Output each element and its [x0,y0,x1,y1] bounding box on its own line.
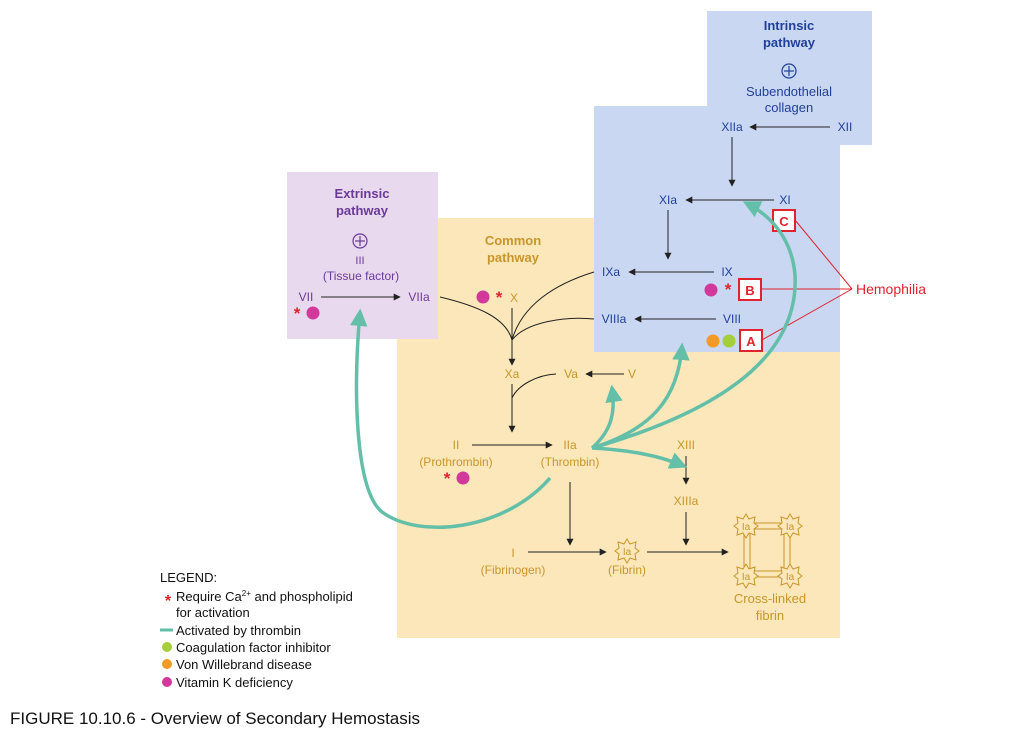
vitamin-k-dot-VII [306,306,320,320]
thrombin-arrow-to-XI [591,201,797,450]
common-title-2: pathway [487,250,540,265]
legend-calcium-sup: 2+ [242,589,251,598]
thrombin-label: (Thrombin) [541,455,600,469]
figure-caption: FIGURE 10.10.6 - Overview of Secondary H… [10,709,421,728]
factor-X: X [510,291,518,305]
intrinsic-title-2: pathway [763,35,816,50]
crosslinked-fibrin-icon [733,513,803,589]
legend-vitk-text: Vitamin K deficiency [176,675,293,690]
vitamin-k-dot-IX [704,283,718,297]
curve-Va-to-Xa [511,373,557,399]
factor-II: II [453,438,460,452]
factor-IXa: IXa [602,265,620,279]
vwd-dot-VIII [706,334,720,348]
crosslinked-label-2: fibrin [756,608,784,623]
curve-IXa-to-Xa [511,271,595,341]
legend-vwd-dot [162,659,172,669]
hemophilia-b-label: B [745,283,754,298]
legend-vitk-dot [162,677,172,687]
calcium-asterisk-II: * [444,469,451,488]
curve-VIIa-to-Xa [439,296,513,341]
thrombin-arrow-to-VIII [591,342,690,450]
hemophilia-label: Hemophilia [856,281,926,297]
inhibitor-dot-VIII [722,334,736,348]
intrinsic-lower-region [594,106,840,352]
legend-vwd-text: Von Willebrand disease [176,657,312,672]
calcium-asterisk-VII: * [294,304,301,323]
hemophilia-a-label: A [746,334,756,349]
legend-calcium-part2: and phospholipid [251,589,353,604]
lattice-Ia-2: Ia [786,522,795,533]
extrinsic-title-1: Extrinsic [335,186,390,201]
common-title-1: Common [485,233,541,248]
factor-XI: XI [779,193,790,207]
fibrin-label: (Fibrin) [608,563,646,577]
factor-Ia: Ia [623,547,632,558]
factor-VII: VII [299,290,314,304]
legend-title: LEGEND: [160,570,217,585]
factor-VIIIa: VIIIa [602,312,627,326]
legend-calcium-asterisk: * [165,593,172,610]
factor-Va: Va [564,367,578,381]
legend-calcium-text: Require Ca2+ and phospholipid [176,589,353,604]
extrinsic-title-2: pathway [336,203,389,218]
hemophilia-line-c [794,219,853,290]
legend-inhibitor-text: Coagulation factor inhibitor [176,640,331,655]
factor-IX: IX [721,265,732,279]
thrombin-arrow-to-XIII [591,446,688,469]
hemophilia-line-a [761,288,853,341]
tissue-factor-label: (Tissue factor) [323,269,399,283]
factor-XIIIa: XIIIa [674,494,699,508]
thrombin-arrow-to-V [590,384,623,450]
factor-I: I [511,546,514,560]
collagen-label: collagen [765,100,813,115]
factor-XIII: XIII [677,438,695,452]
thrombin-arrow-to-VII [350,308,552,529]
legend-inhibitor-dot [162,642,172,652]
curve-VIIIa-to-Xa [511,317,595,341]
factor-V: V [628,367,636,381]
intrinsic-title-1: Intrinsic [764,18,815,33]
vitamin-k-dot-II [456,471,470,485]
subendothelial-label: Subendothelial [746,84,832,99]
legend-calcium-part1: Require Ca [176,589,243,604]
factor-IIa: IIa [563,438,577,452]
calcium-asterisk-IX: * [725,280,732,299]
lattice-Ia-3: Ia [742,572,751,583]
intrinsic-plus-icon [781,63,797,79]
factor-VIIa: VIIa [408,290,430,304]
fibrinogen-label: (Fibrinogen) [481,563,546,577]
legend: LEGEND: * Require Ca2+ and phospholipid … [160,570,353,690]
legend-calcium-line2: for activation [176,605,250,620]
calcium-asterisk-X: * [496,288,503,307]
factor-VIII: VIII [723,312,741,326]
legend-thrombin-text: Activated by thrombin [176,623,301,638]
factor-XIa: XIa [659,193,677,207]
lattice-Ia-1: Ia [742,522,751,533]
crosslinked-label-1: Cross-linked [734,591,806,606]
factor-III: III [355,255,364,267]
factor-XII: XII [838,120,853,134]
lattice-Ia-4: Ia [786,572,795,583]
hemophilia-b-box: B [738,278,762,301]
prothrombin-label: (Prothrombin) [419,455,492,469]
extrinsic-plus-icon [352,233,368,249]
factor-Xa: Xa [505,367,520,381]
hemophilia-c-label: C [779,214,789,229]
factor-XIIa: XIIa [721,120,743,134]
hemophilia-a-box: A [739,329,763,352]
vitamin-k-dot-X [476,290,490,304]
